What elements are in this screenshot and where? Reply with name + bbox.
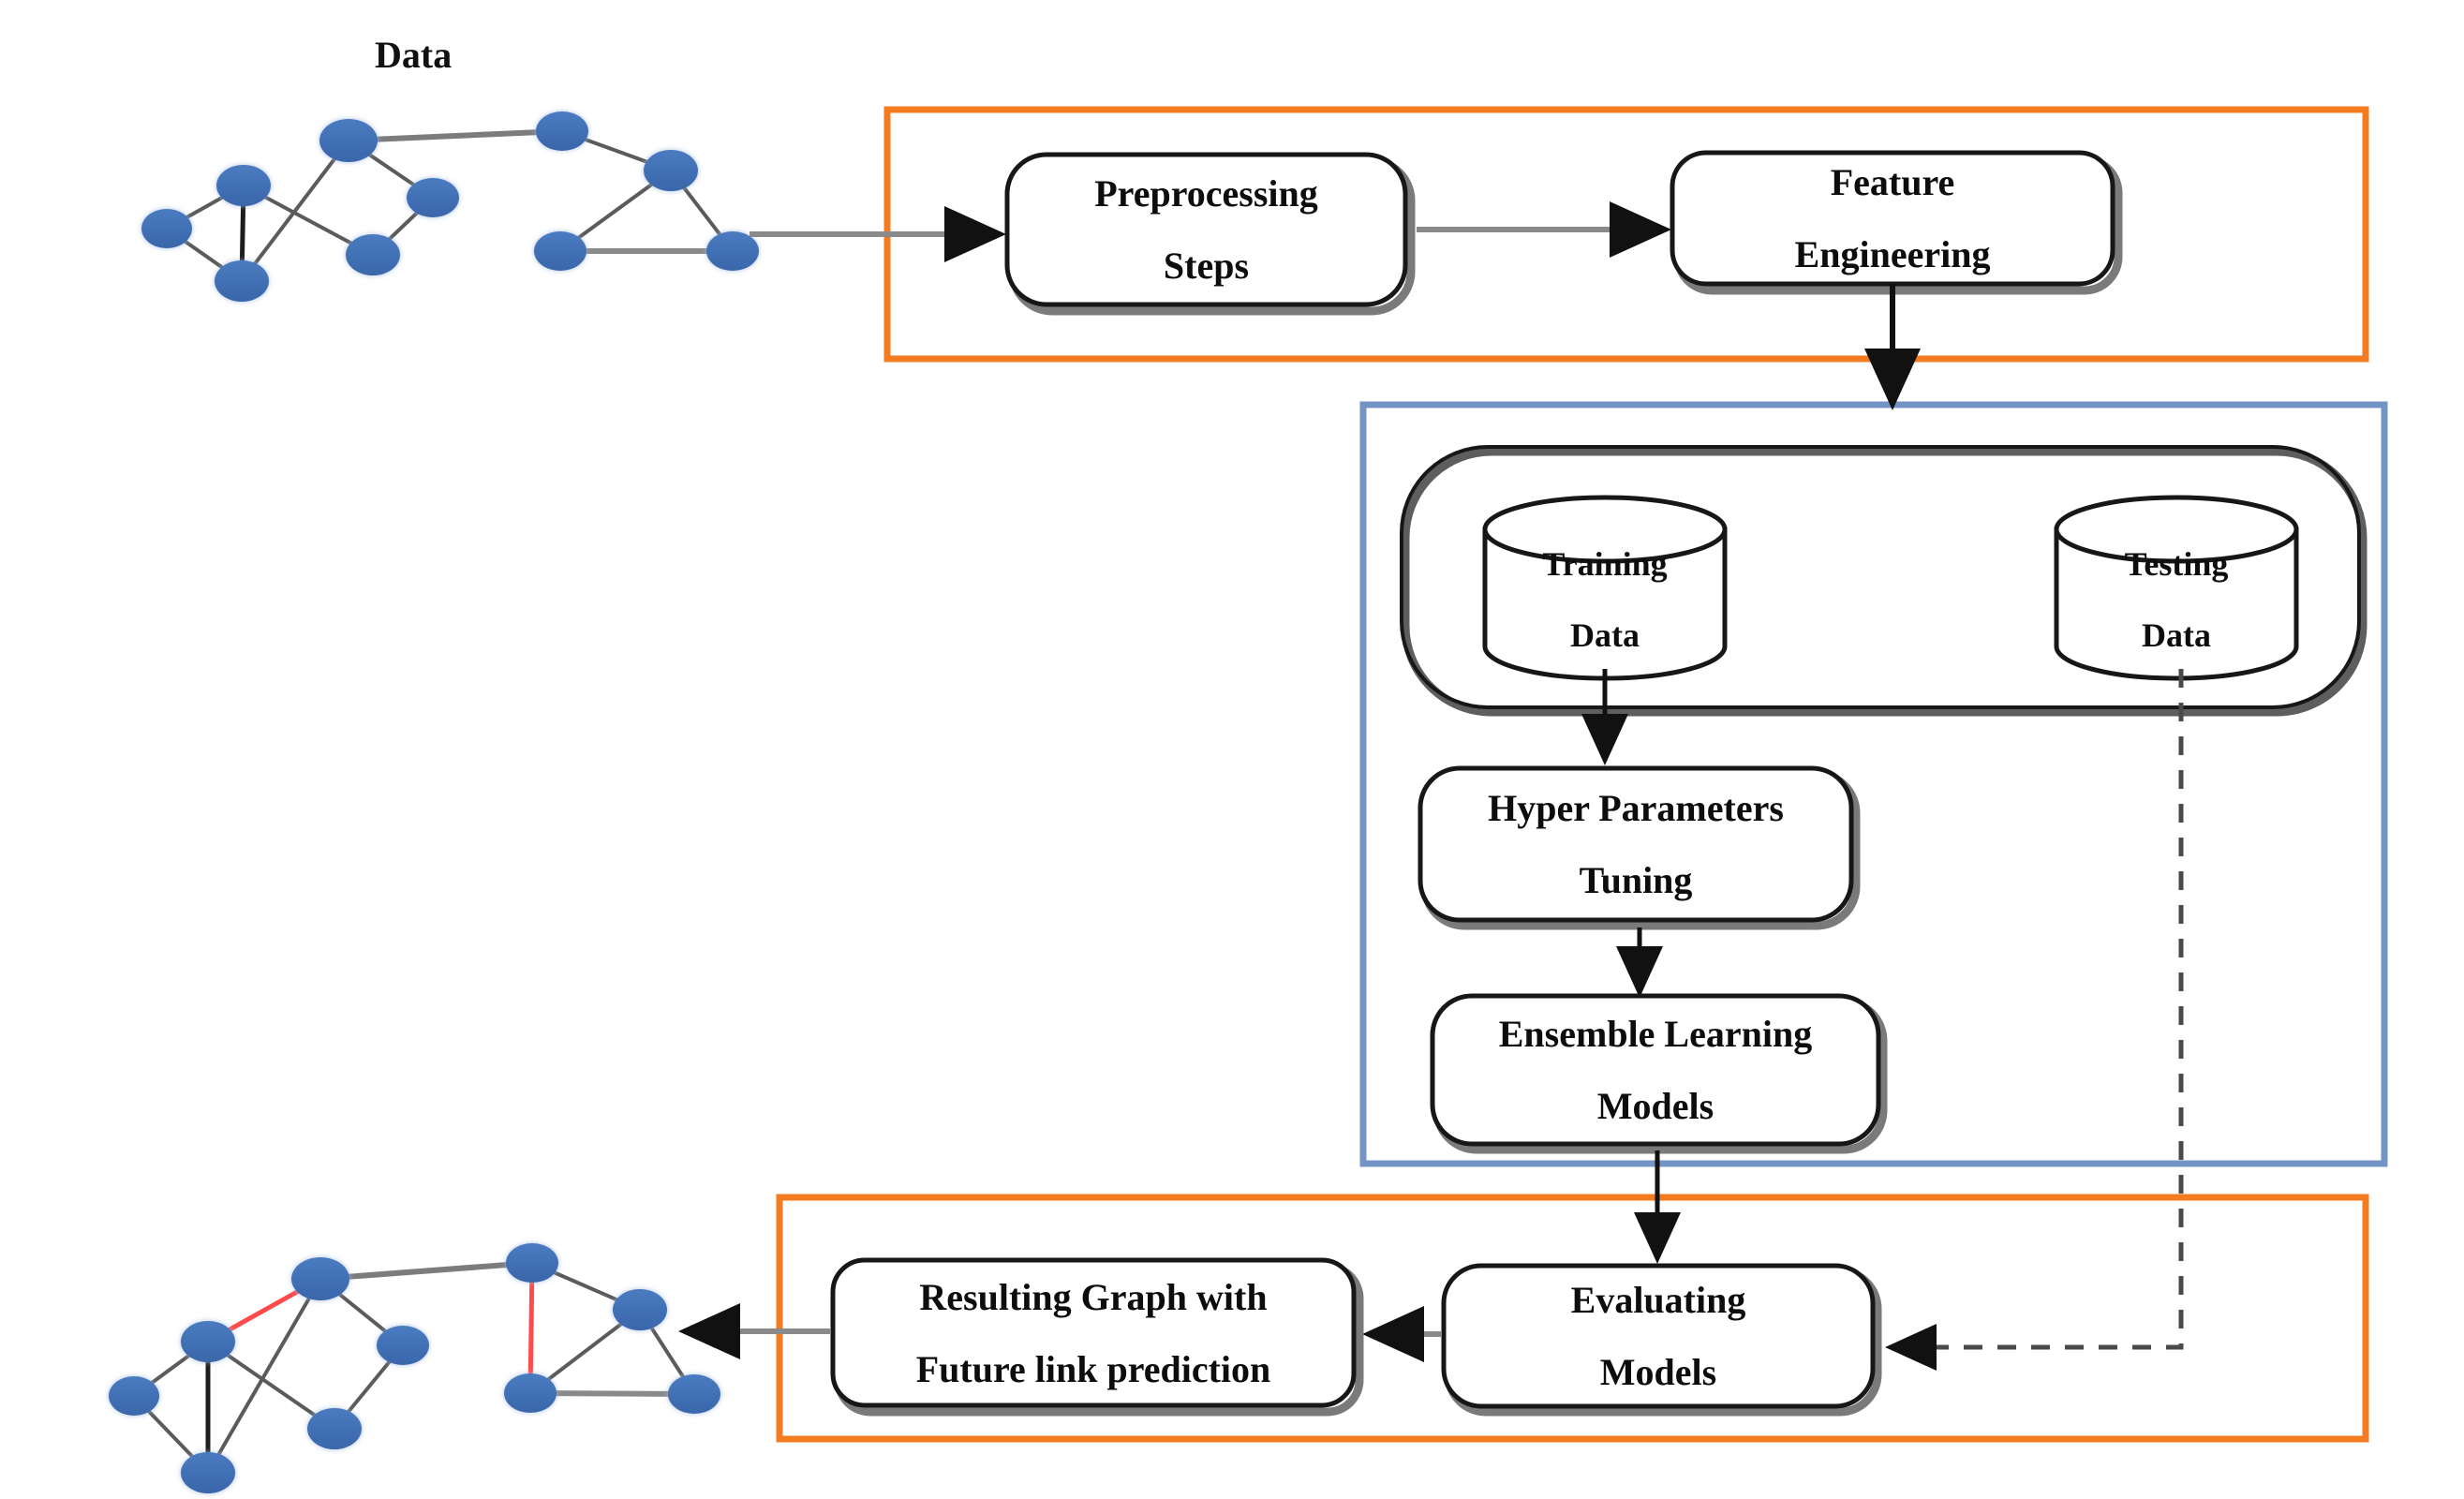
ensemble-learning-models-box[interactable] xyxy=(1430,993,1888,1154)
hyper-parameters-tuning-hotspot[interactable] xyxy=(1420,768,1856,926)
input-graph-hotspot xyxy=(112,103,768,309)
evaluating-models-box[interactable] xyxy=(1441,1263,1882,1417)
testing-data-hotspot[interactable] xyxy=(2056,497,2296,678)
preprocessing-steps-box[interactable] xyxy=(1004,152,1416,316)
feature-engineering-hotspot[interactable] xyxy=(1672,153,2118,290)
training-data-hotspot[interactable] xyxy=(1485,497,1725,678)
evaluation-and-results-group xyxy=(776,1194,2369,1443)
train-test-split-container xyxy=(1400,445,2368,717)
input-graph-title: Data xyxy=(375,34,453,76)
output-graph-illustration xyxy=(109,1243,720,1493)
training-data-cylinder[interactable] xyxy=(1482,495,1728,681)
input-graph-illustration xyxy=(141,111,759,302)
edge-testing-data-to-evaluating-models xyxy=(1885,669,2184,1371)
preprocessing-steps-hotspot[interactable] xyxy=(1007,155,1411,311)
evaluating-models-hotspot[interactable] xyxy=(1444,1266,1878,1412)
resulting-graph-box[interactable] xyxy=(830,1257,1364,1417)
feature-engineering-box[interactable] xyxy=(1670,150,2123,295)
resulting-graph-hotspot[interactable] xyxy=(833,1260,1359,1412)
testing-data-cylinder[interactable] xyxy=(2054,495,2299,681)
hyper-parameters-tuning-box[interactable] xyxy=(1418,765,1861,930)
output-graph-hotspot xyxy=(94,1246,740,1499)
ensemble-learning-models-hotspot[interactable] xyxy=(1432,996,1883,1150)
